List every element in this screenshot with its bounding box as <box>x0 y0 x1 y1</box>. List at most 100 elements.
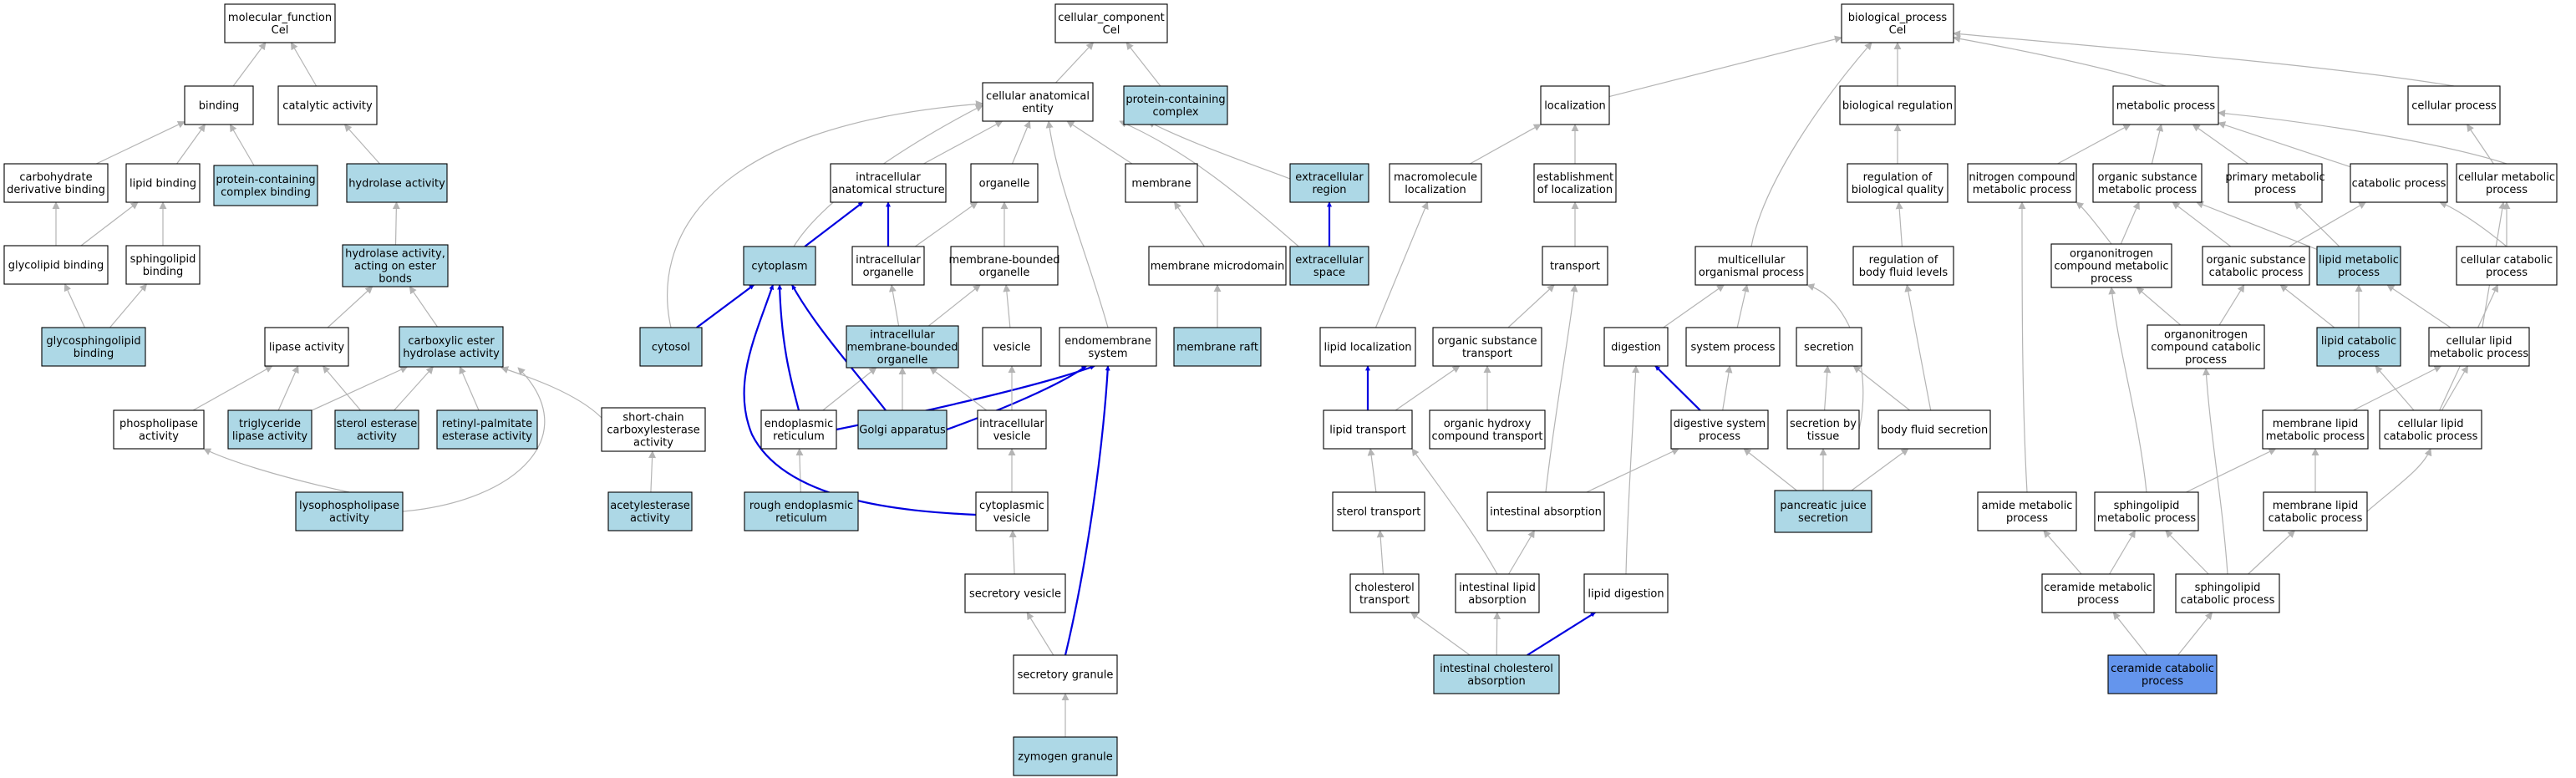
node-secretory_granule[interactable]: secretory granule <box>1013 654 1118 694</box>
node-transport[interactable]: transport <box>1542 246 1608 286</box>
node-lipase[interactable]: lipase activity <box>264 327 349 367</box>
node-lipid_loc[interactable]: lipid localization <box>1319 327 1416 367</box>
node-catalytic[interactable]: catalytic activity <box>277 85 378 125</box>
node-metabolic[interactable]: metabolic process <box>2112 85 2219 125</box>
node-box <box>1289 163 1369 203</box>
node-glycolipid_binding[interactable]: glycolipid binding <box>3 245 109 285</box>
node-system_process[interactable]: system process <box>1685 327 1781 367</box>
node-label-line: macromolecule <box>1394 171 1477 184</box>
node-mem_microdomain[interactable]: membrane microdomain <box>1148 246 1287 286</box>
node-cytosol[interactable]: cytosol <box>639 327 703 367</box>
node-binding[interactable]: binding <box>184 85 254 125</box>
node-label-line: metabolic process <box>2097 512 2197 525</box>
node-secretion[interactable]: secretion <box>1796 327 1862 367</box>
node-sterol_transport[interactable]: sterol transport <box>1332 491 1425 531</box>
node-vesicle[interactable]: vesicle <box>982 327 1042 367</box>
node-catabolic[interactable]: catabolic process <box>2350 163 2448 203</box>
node-label-line: process <box>2142 675 2183 688</box>
node-cytoplasm[interactable]: cytoplasm <box>743 246 816 286</box>
node-cellular_process[interactable]: cellular process <box>2407 85 2501 125</box>
node-box <box>2407 85 2501 125</box>
node-hydrolase[interactable]: hydrolase activity <box>346 163 448 203</box>
node-secretory_vesicle[interactable]: secretory vesicle <box>964 573 1066 613</box>
node-lipid_digestion[interactable]: lipid digestion <box>1583 573 1669 613</box>
node-membrane[interactable]: membrane <box>1125 163 1198 203</box>
node-organelle[interactable]: organelle <box>970 163 1039 203</box>
node-mem_raft[interactable]: membrane raft <box>1173 327 1262 367</box>
node-digestion[interactable]: digestion <box>1603 327 1669 367</box>
node-label-line: catabolic process <box>2269 512 2363 525</box>
node-bio_reg[interactable]: biological regulation <box>1839 85 1956 125</box>
node-golgi[interactable]: Golgi apparatus <box>857 409 948 450</box>
edge-body_fluid_sec-to-reg_body_fluid <box>1904 284 1932 411</box>
node-lipid_binding[interactable]: lipid binding <box>125 163 201 203</box>
node-intestinal_abs[interactable]: intestinal absorption <box>1486 491 1605 531</box>
node-lipid_transport[interactable]: lipid transport <box>1323 409 1413 450</box>
node-localization[interactable]: localization <box>1540 85 1610 125</box>
node-zymogen[interactable]: zymogen granule <box>1013 736 1118 776</box>
node-body_fluid_sec[interactable]: body fluid secretion <box>1877 409 1991 450</box>
